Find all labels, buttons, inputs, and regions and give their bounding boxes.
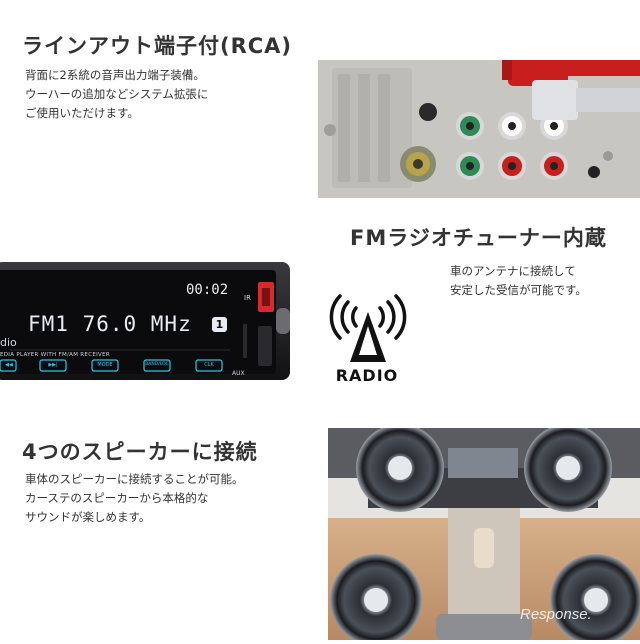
rear-panel-drawing <box>318 40 640 198</box>
radio-antenna-icon <box>318 290 418 390</box>
rca-jack-row-top <box>456 112 568 140</box>
rca-plug-white-icon <box>532 80 640 120</box>
radio-icon-label: RADIO <box>335 366 399 385</box>
ir-label: IR <box>244 294 251 302</box>
preset-badge: 1 <box>212 317 227 332</box>
band-loc-button[interactable]: BAND/LOC <box>145 362 169 367</box>
aux-label: AUX <box>232 370 245 377</box>
speaker-section-title: 4つのスピーカーに接続 <box>22 440 258 464</box>
watermark-logo: Response. <box>520 606 592 623</box>
speaker-line-2: カーステのスピーカーから本格的な <box>25 491 209 505</box>
fm-section-title: FMラジオチューナー内蔵 <box>350 226 607 250</box>
fm-line-2: 安定した受信が可能です。 <box>450 283 587 297</box>
speaker-icon <box>550 554 640 644</box>
car-radio-drawing <box>0 262 290 380</box>
model-strip-text: EDIA PLAYER WITH FM/AM RECEIVER <box>0 352 111 358</box>
source-text: dio <box>0 336 17 349</box>
fm-section-body: 車のアンテナに接続して 安定した受信が可能です。 <box>450 262 635 300</box>
rca-section-title: ラインアウト端子付(RCA) <box>22 34 293 58</box>
speaker-icon <box>330 554 422 644</box>
mode-button[interactable]: MODE <box>97 362 113 368</box>
rca-jack-row-bottom <box>456 152 568 180</box>
car-interior-drawing <box>328 424 640 644</box>
clk-button[interactable]: CLK <box>204 362 214 368</box>
speaker-icon <box>524 424 612 512</box>
screw-hole-icon <box>419 103 437 121</box>
speaker-section-body: 車体のスピーカーに接続することが可能。 カーステのスピーカーから本格的な サウン… <box>25 470 315 527</box>
rca-line-3: ご使用いただけます。 <box>25 106 139 120</box>
car-radio-image: 00:02 IR FM1 76.0 MHz 1 dio EDIA PLAYER … <box>0 262 292 382</box>
speaker-line-1: 車体のスピーカーに接続することが可能。 <box>25 472 244 486</box>
rear-panel-image <box>318 40 640 198</box>
clock-readout: 00:02 <box>186 282 229 298</box>
fm-line-1: 車のアンテナに接続して <box>450 264 576 278</box>
rca-line-1: 背面に2系統の音声出力端子装備。 <box>25 68 205 82</box>
frequency-display: FM1 76.0 MHz <box>28 312 192 336</box>
speaker-icon <box>356 424 444 512</box>
prev-button[interactable]: ◀◀ <box>5 362 13 368</box>
rca-section-body: 背面に2系統の音声出力端子装備。 ウーハーの追加などシステム拡張に ご使用いただ… <box>25 66 305 123</box>
rca-line-2: ウーハーの追加などシステム拡張に <box>25 87 209 101</box>
next-button[interactable]: ▶▶| <box>48 362 58 368</box>
speaker-line-3: サウンドが楽しめます。 <box>25 510 151 524</box>
car-interior-image <box>328 424 640 644</box>
